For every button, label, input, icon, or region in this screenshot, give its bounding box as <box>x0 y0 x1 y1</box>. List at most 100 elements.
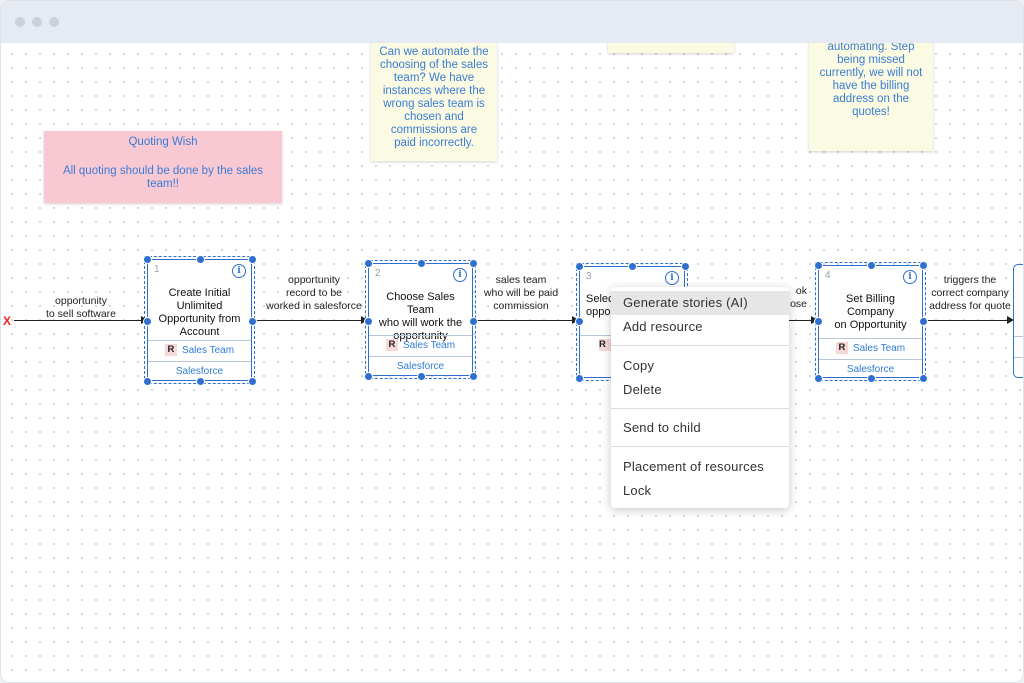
sticky-note-partial[interactable] <box>608 43 734 53</box>
note-line: Can we automate the <box>379 46 489 58</box>
resize-handle[interactable] <box>867 374 876 383</box>
resize-handle[interactable] <box>248 377 257 386</box>
resize-handle[interactable] <box>417 372 426 381</box>
note-line: paid incorrectly. <box>394 137 474 149</box>
resize-handle[interactable] <box>681 262 690 271</box>
system-row[interactable]: Salesforce <box>148 361 251 382</box>
resource-row[interactable] <box>1014 336 1023 357</box>
title-bar <box>1 1 1023 43</box>
resize-handle[interactable] <box>196 255 205 264</box>
resize-handle[interactable] <box>628 262 637 271</box>
note-line: commissions are <box>390 124 478 136</box>
resize-handle[interactable] <box>417 259 426 268</box>
resize-handle[interactable] <box>919 317 928 326</box>
resize-handle[interactable] <box>575 317 584 326</box>
menu-item-send-to-child[interactable]: Send to child <box>623 420 701 435</box>
note-line: automating. Step <box>827 43 915 53</box>
connector-2[interactable] <box>474 316 579 324</box>
menu-item-copy[interactable]: Copy <box>623 358 655 373</box>
step-number: 1 <box>154 264 160 275</box>
menu-item-delete[interactable]: Delete <box>623 382 662 397</box>
resize-handle[interactable] <box>143 317 152 326</box>
info-icon[interactable]: i <box>665 271 679 285</box>
note-line: instances where the <box>382 85 486 97</box>
window-maximize-dot[interactable] <box>49 17 59 27</box>
info-icon[interactable]: i <box>453 268 467 282</box>
resize-handle[interactable] <box>575 262 584 271</box>
system-row[interactable] <box>1014 357 1023 378</box>
resize-handle[interactable] <box>814 374 823 383</box>
info-icon[interactable]: i <box>903 270 917 284</box>
sticky-note-quoting[interactable]: Quoting Wish All quoting should be done … <box>44 131 282 203</box>
resize-handle[interactable] <box>143 377 152 386</box>
note-line: have the billing <box>832 80 910 92</box>
note-line: quotes! <box>852 106 890 118</box>
note-title: Quoting Wish <box>128 136 198 148</box>
role-badge-icon: R <box>164 344 177 357</box>
resize-handle[interactable] <box>248 255 257 264</box>
role-badge-icon: R <box>835 342 848 355</box>
menu-separator <box>611 345 789 346</box>
menu-item-placement-of-resources[interactable]: Placement of resources <box>623 459 764 474</box>
resize-handle[interactable] <box>469 317 478 326</box>
note-line: chosen and <box>404 111 464 123</box>
resize-handle[interactable] <box>364 317 373 326</box>
resize-handle[interactable] <box>867 261 876 270</box>
resize-handle[interactable] <box>814 317 823 326</box>
resize-handle[interactable] <box>248 317 257 326</box>
process-step-5[interactable] <box>1013 264 1023 378</box>
system-label: Salesforce <box>846 364 895 375</box>
step-number: 4 <box>825 270 831 281</box>
note-line: wrong sales team is <box>383 98 485 110</box>
system-row[interactable]: Salesforce <box>369 356 472 377</box>
resize-handle[interactable] <box>919 374 928 383</box>
note-line: currently, we will not <box>819 67 923 79</box>
step-number: 3 <box>586 271 592 282</box>
note-line: address on the <box>832 93 910 105</box>
role-badge-icon: R <box>599 339 611 352</box>
connector-4[interactable] <box>924 316 1014 324</box>
role-badge-icon: R <box>385 339 398 352</box>
resource-label: Sales Team <box>181 345 235 356</box>
menu-item-add-resource[interactable]: Add resource <box>623 319 703 334</box>
context-menu: Generate stories (AI) Add resource Copy … <box>611 287 789 508</box>
resize-handle[interactable] <box>364 259 373 268</box>
window-close-dot[interactable] <box>15 17 25 27</box>
resource-row[interactable]: R Sales Team <box>369 335 472 356</box>
note-body: All quoting should be done by the sales … <box>62 165 264 190</box>
sticky-note-billing[interactable]: automating. Step being missed currently,… <box>809 43 933 151</box>
resize-handle[interactable] <box>814 261 823 270</box>
whiteboard-canvas[interactable]: Can we automate the choosing of the sale… <box>1 43 1023 682</box>
menu-item-generate-stories[interactable]: Generate stories (AI) <box>611 291 789 315</box>
resize-handle[interactable] <box>575 374 584 383</box>
resize-handle[interactable] <box>364 372 373 381</box>
resize-handle[interactable] <box>143 255 152 264</box>
resource-label: Sales Team <box>402 340 456 351</box>
connector-3[interactable] <box>789 316 818 324</box>
info-icon[interactable]: i <box>232 264 246 278</box>
note-line: team? We have <box>393 72 475 84</box>
window-minimize-dot[interactable] <box>32 17 42 27</box>
menu-item-lock[interactable]: Lock <box>623 483 652 498</box>
resource-row[interactable]: R Sales Team <box>148 340 251 361</box>
resize-handle[interactable] <box>469 259 478 268</box>
start-marker: X <box>3 314 12 328</box>
system-row[interactable]: Salesforce <box>819 359 922 380</box>
resize-handle[interactable] <box>919 261 928 270</box>
note-line: choosing of the sales <box>379 59 489 71</box>
resize-handle[interactable] <box>469 372 478 381</box>
menu-separator <box>611 446 789 447</box>
sticky-note-automate[interactable]: Can we automate the choosing of the sale… <box>371 43 497 161</box>
connector-1[interactable] <box>253 316 368 324</box>
resize-handle[interactable] <box>196 377 205 386</box>
